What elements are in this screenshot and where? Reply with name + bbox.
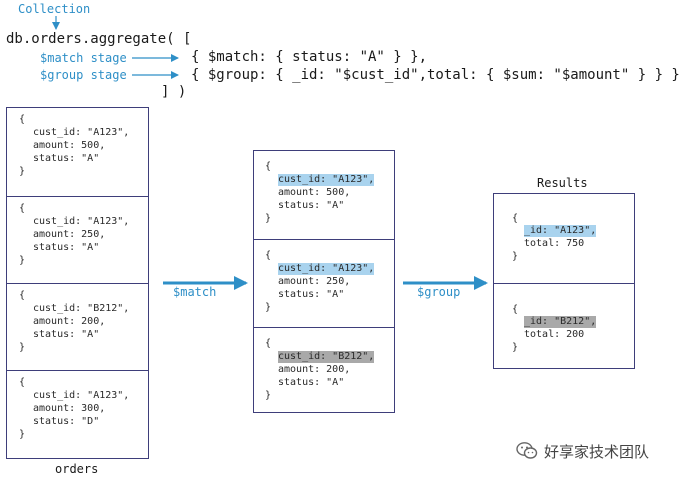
doc-cust-id-highlight: cust_id: "A123", — [278, 174, 375, 186]
doc-cust-id: cust_id: "B212", — [33, 303, 130, 314]
code-line-group: { $group: { _id: "$cust_id",total: { $su… — [191, 67, 680, 83]
doc-amount: amount: 300, — [33, 403, 106, 414]
code-line-match: { $match: { status: "A" } }, — [191, 49, 428, 65]
doc-cust-id: cust_id: "A123", — [33, 127, 130, 138]
doc-status: status: "D" — [33, 416, 100, 427]
wechat-icon — [516, 442, 538, 459]
result-total: total: 200 — [524, 329, 585, 340]
orders-document: { cust_id: "A123", amount: 500, status: … — [19, 114, 130, 177]
watermark-text: 好享家技术团队 — [544, 443, 650, 461]
code-line-aggregate: db.orders.aggregate( [ — [6, 31, 192, 47]
doc-status: status: "A" — [278, 377, 345, 388]
doc-status: status: "A" — [33, 153, 100, 164]
orders-document: { cust_id: "A123", amount: 300, status: … — [7, 370, 148, 458]
doc-amount: amount: 200, — [278, 364, 351, 375]
orders-label: orders — [55, 462, 99, 476]
doc-amount: amount: 500, — [33, 140, 106, 151]
orders-document: { cust_id: "A123", amount: 250, status: … — [7, 196, 148, 283]
orders-collection-box: { cust_id: "A123", amount: 500, status: … — [6, 107, 149, 459]
doc-status: status: "A" — [278, 289, 345, 300]
matched-document: { cust_id: "B212", amount: 200, status: … — [254, 327, 394, 412]
orders-document: { cust_id: "B212", amount: 200, status: … — [7, 283, 148, 370]
doc-status: status: "A" — [33, 242, 100, 253]
code-line-close: ] ) — [161, 84, 187, 100]
doc-cust-id: cust_id: "A123", — [33, 390, 130, 401]
result-id-highlight: _id: "B212", — [524, 316, 597, 328]
doc-cust-id-highlight: cust_id: "B212", — [278, 351, 375, 363]
result-total: total: 750 — [524, 238, 585, 249]
doc-amount: amount: 500, — [278, 187, 351, 198]
result-document: { _id: "A123", total: 750 } — [512, 213, 597, 262]
results-label: Results — [537, 176, 588, 190]
match-stage-label: $match — [173, 285, 217, 299]
collection-annotation: Collection — [18, 2, 91, 16]
doc-status: status: "A" — [33, 329, 100, 340]
doc-status: status: "A" — [278, 200, 345, 211]
matched-documents-box: { cust_id: "A123", amount: 500, status: … — [253, 150, 395, 413]
group-stage-annotation: $group stage — [40, 68, 127, 82]
match-stage-annotation: $match stage — [40, 51, 127, 65]
result-document: { _id: "B212", total: 200 } — [494, 283, 634, 368]
group-stage-label: $group — [417, 285, 461, 299]
doc-cust-id: cust_id: "A123", — [33, 216, 130, 227]
matched-document: { cust_id: "A123", amount: 250, status: … — [254, 239, 394, 327]
matched-document: { cust_id: "A123", amount: 500, status: … — [265, 161, 375, 224]
doc-amount: amount: 250, — [278, 276, 351, 287]
doc-cust-id-highlight: cust_id: "A123", — [278, 263, 375, 275]
doc-amount: amount: 200, — [33, 316, 106, 327]
doc-amount: amount: 250, — [33, 229, 106, 240]
results-box: { _id: "A123", total: 750 } { _id: "B212… — [493, 193, 635, 369]
result-id-highlight: _id: "A123", — [524, 225, 597, 237]
